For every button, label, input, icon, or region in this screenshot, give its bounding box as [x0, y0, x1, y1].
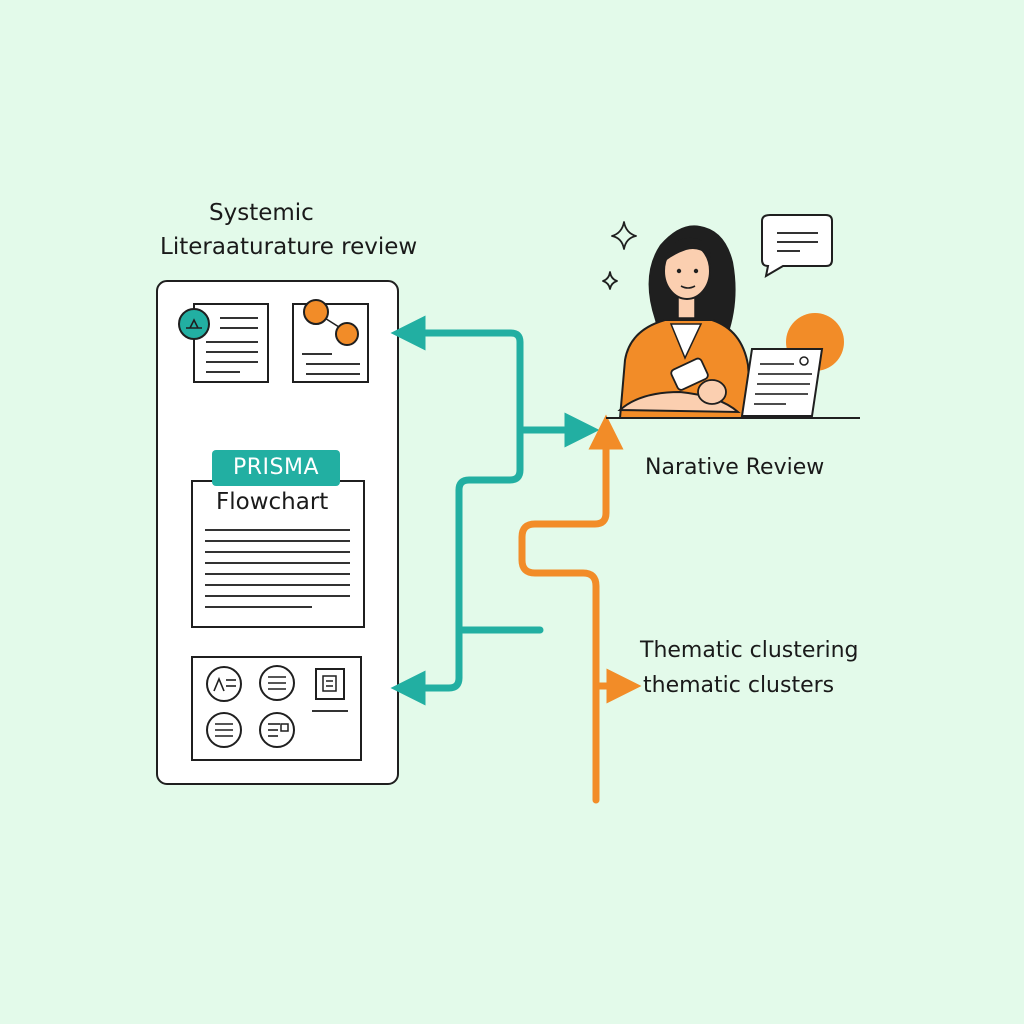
scale-icon — [178, 308, 210, 340]
person-illustration — [617, 225, 754, 419]
thematic-label-line1: Thematic clustering — [640, 638, 859, 663]
prisma-badge: PRISMA — [212, 450, 340, 486]
text-lines-icon — [259, 665, 295, 701]
document-search-icon — [259, 712, 295, 748]
speech-bubble-icon — [761, 214, 833, 278]
sparkle-icon — [602, 221, 637, 290]
review-title-line2: Literaaturature review — [160, 234, 418, 260]
narrative-review-label: Narative Review — [645, 455, 825, 480]
network-node-icon — [303, 299, 359, 346]
document-card-left — [178, 303, 269, 383]
document-card-right — [292, 299, 369, 383]
chart-icon — [206, 666, 242, 702]
orange-connector — [518, 414, 642, 804]
flowchart-title: Flowchart — [216, 489, 329, 515]
review-title-line1: Systemic — [209, 200, 314, 226]
orange-arrow-to-narrative — [518, 414, 624, 804]
thematic-label-line2: thematic clusters — [643, 673, 835, 698]
icon-grid-card — [191, 656, 362, 761]
laptop-icon — [740, 348, 824, 417]
teal-connector — [390, 315, 600, 706]
document-list-icon — [206, 712, 242, 748]
clipboard-icon — [315, 668, 345, 700]
prisma-flowchart-card — [191, 480, 365, 628]
teal-stem — [390, 426, 524, 706]
teal-arrow-to-review-top — [390, 315, 524, 434]
